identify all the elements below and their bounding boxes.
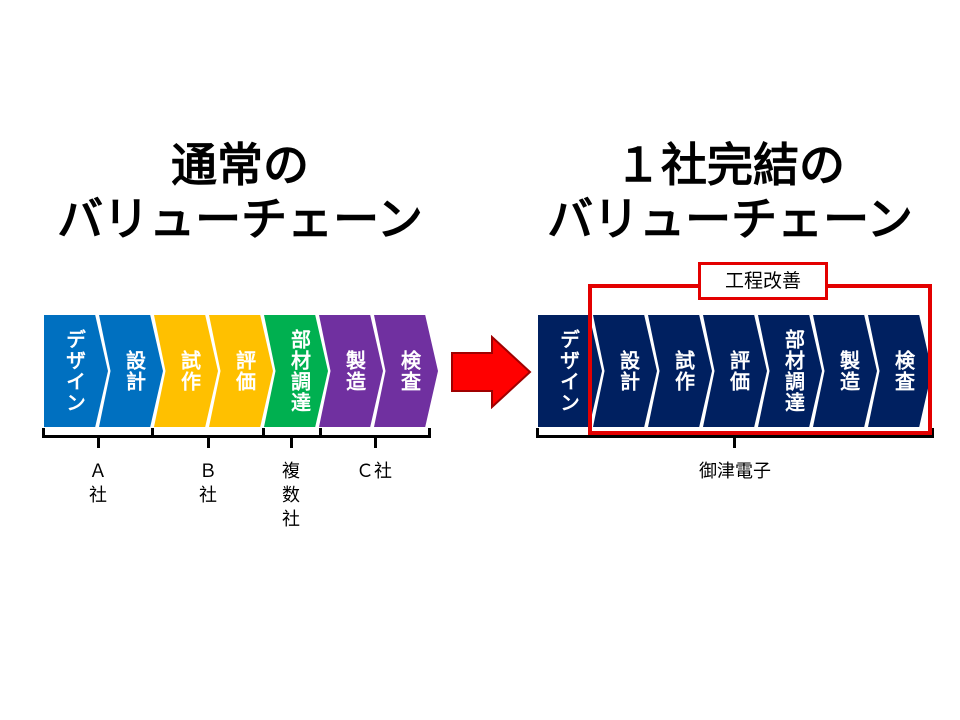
group-label-company-a: Ａ社 (89, 461, 107, 506)
right-step-evaluation-label: 評価 (726, 350, 751, 392)
left-step-engineering-label: 設計 (122, 350, 147, 392)
right-step-prototype-label: 試作 (671, 350, 696, 392)
left-step-prototype: 試作 (154, 315, 218, 427)
right-step-design-label: デザイン (556, 329, 581, 413)
left-step-engineering: 設計 (99, 315, 163, 427)
left-tick-multi (290, 438, 293, 448)
group-label-mitsu-denshi: 御津電子 (699, 461, 771, 482)
right-title-line-2: バリューチェーン (547, 192, 913, 246)
left-bracket-c (319, 428, 431, 438)
left-title: 通常の バリューチェーン (40, 138, 440, 246)
left-step-inspection-label: 検査 (397, 350, 422, 392)
left-step-design-label: デザイン (62, 329, 87, 413)
right-step-engineering-label: 設計 (616, 350, 641, 392)
left-step-design: デザイン (44, 315, 108, 427)
left-bracket-multi (262, 428, 322, 438)
left-step-procurement-label: 部材調達 (287, 329, 312, 413)
group-label-company-b: Ｂ社 (199, 461, 217, 506)
left-step-evaluation-label: 評価 (232, 350, 257, 392)
right-title: １社完結の バリューチェーン (520, 138, 940, 246)
group-label-company-c: Ｃ社 (356, 461, 392, 482)
left-step-manufacturing-label: 製造 (342, 350, 367, 392)
process-improvement-label: 工程改善 (698, 262, 828, 300)
right-step-manufacturing-label: 製造 (836, 350, 861, 392)
right-step-inspection-label: 検査 (891, 350, 916, 392)
left-step-evaluation: 評価 (209, 315, 273, 427)
right-bracket (536, 428, 934, 438)
right-title-line-1: １社完結の (615, 138, 845, 192)
right-step-procurement-label: 部材調達 (781, 329, 806, 413)
left-tick-a (97, 438, 100, 448)
left-tick-c (374, 438, 377, 448)
left-bracket-a (42, 428, 154, 438)
left-step-manufacturing: 製造 (319, 315, 383, 427)
left-step-prototype-label: 試作 (177, 350, 202, 392)
left-tick-b (207, 438, 210, 448)
right-arrow-icon (451, 335, 532, 409)
left-title-line-1: 通常の (171, 138, 309, 192)
process-improvement-frame (588, 284, 932, 435)
left-title-line-2: バリューチェーン (57, 192, 423, 246)
left-step-inspection: 検査 (374, 315, 438, 427)
right-tick (733, 438, 736, 448)
left-step-procurement: 部材調達 (264, 315, 328, 427)
left-bracket-b (151, 428, 265, 438)
group-label-multiple: 複数社 (282, 461, 300, 530)
